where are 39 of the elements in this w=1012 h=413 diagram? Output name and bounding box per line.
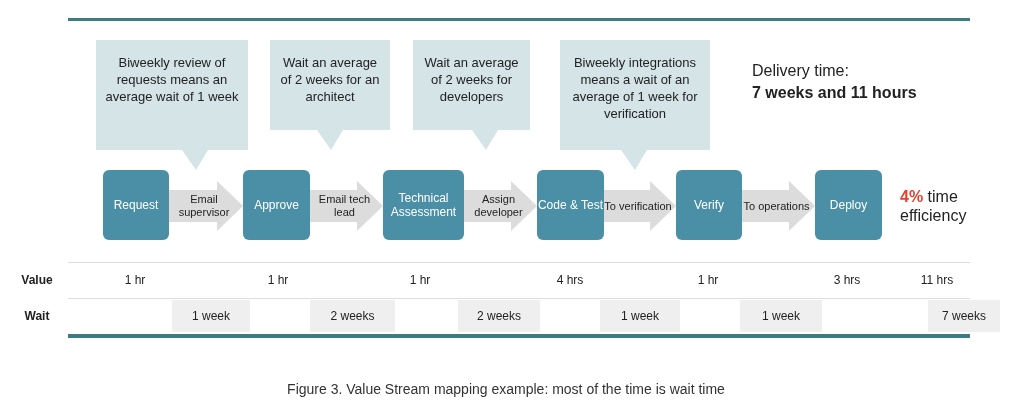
process-box: Deploy xyxy=(815,170,882,240)
table-cell: 2 weeks xyxy=(310,300,395,332)
speech-bubble: Wait an average of 2 weeks for an architect xyxy=(270,40,390,150)
arrow xyxy=(310,181,383,231)
speech-bubble: Biweekly review of requests means an average wait of 1 week xyxy=(96,40,248,170)
table-cell: 1 hr xyxy=(697,273,719,287)
row-header: Wait xyxy=(24,309,50,323)
speech-bubble: Wait an average of 2 weeks for developers xyxy=(413,40,530,150)
edge-label: To verification xyxy=(603,199,673,213)
speech-bubble: Biweekly integrations means a wait of an average of 1 week for verification xyxy=(560,40,710,170)
table-cell: 1 hr xyxy=(124,273,146,287)
table-cell: 2 weeks xyxy=(458,300,540,332)
edge-label: Email supervisor xyxy=(177,193,231,219)
delivery-time-value: 7 weeks and 11 hours xyxy=(752,84,917,102)
arrow xyxy=(169,181,243,231)
process-box: Request xyxy=(103,170,169,240)
arrow xyxy=(742,181,815,231)
table-cell: 1 week xyxy=(172,300,250,332)
arrow xyxy=(604,181,676,231)
figure-caption: Figure 3. Value Stream mapping example: most of the time is wait time xyxy=(286,381,726,397)
table-cell: 1 week xyxy=(740,300,822,332)
table-cell: 11 hrs xyxy=(920,273,954,287)
table-cell: 3 hrs xyxy=(833,273,861,287)
edge-label: To operations xyxy=(742,199,811,213)
row-header: Value xyxy=(21,273,53,287)
process-box: Code & Test xyxy=(537,170,604,240)
arrow xyxy=(464,181,537,231)
process-box: Approve xyxy=(243,170,310,240)
table-cell: 1 hr xyxy=(267,273,289,287)
table-cell: 7 weeks xyxy=(928,300,1000,332)
edge-label: Email tech lead xyxy=(317,193,372,219)
process-box: Technical Assessment xyxy=(383,170,464,240)
table-cell: 4 hrs xyxy=(556,273,584,287)
edge-label: Assign developer xyxy=(473,193,524,219)
table-cell: 1 hr xyxy=(409,273,431,287)
heading-text: Delivery time: xyxy=(752,62,849,80)
efficiency-text: 4% time efficiency xyxy=(900,187,968,225)
process-box: Verify xyxy=(676,170,742,240)
table-cell: 1 week xyxy=(600,300,680,332)
